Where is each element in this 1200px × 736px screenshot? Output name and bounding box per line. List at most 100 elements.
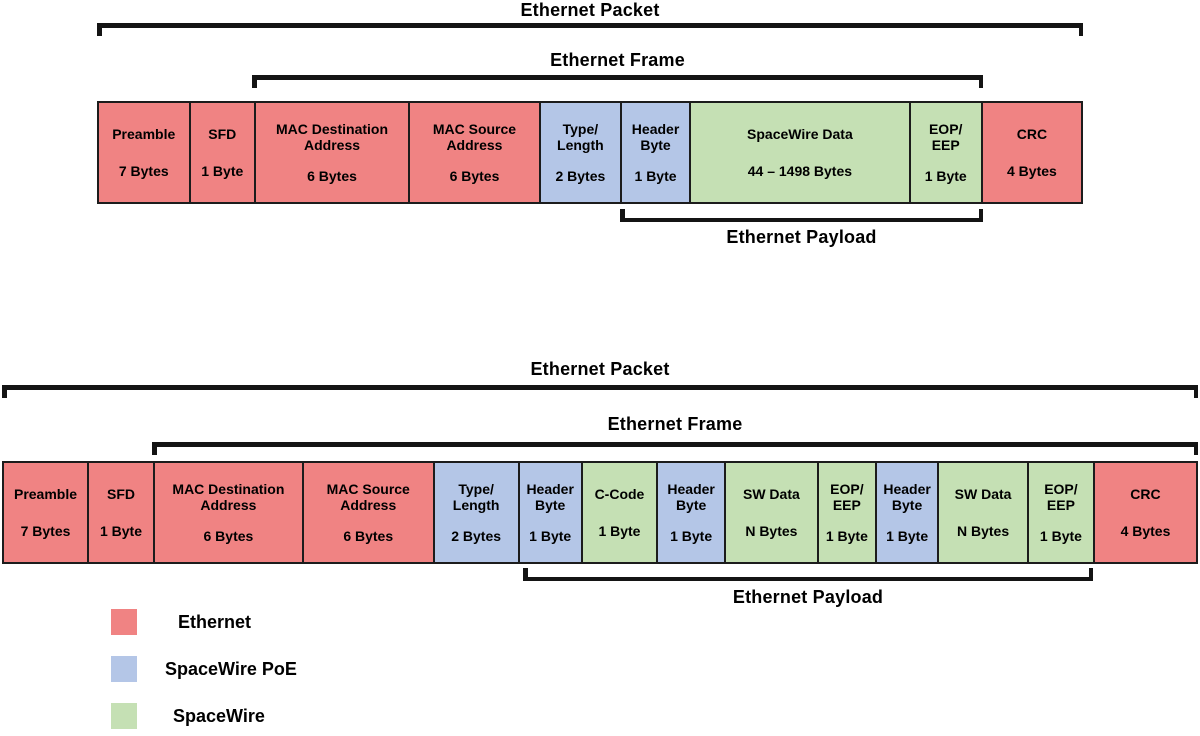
d1-payload-title: Ethernet Payload — [726, 227, 877, 247]
d1-payload-bracket — [620, 209, 983, 222]
legend-item-ethernet: Ethernet — [111, 609, 297, 635]
segment-label: MAC Destination Address — [276, 121, 389, 153]
segment-spacewire-data: SpaceWire Data 44 – 1498 Bytes — [689, 103, 909, 202]
segment-label: CRC — [1016, 126, 1048, 143]
segment-size: 1 Byte — [924, 168, 967, 184]
d2-packet-title: Ethernet Packet — [530, 359, 670, 379]
segment-size: N Bytes — [956, 522, 1010, 539]
segment-mac-source-address: MAC Source Address 6 Bytes — [408, 103, 539, 202]
segment-label: MAC Source Address — [432, 121, 517, 153]
bracket-tick-left — [2, 385, 7, 398]
segment-size: 2 Bytes — [451, 528, 502, 544]
d1-frame-bracket — [252, 75, 983, 88]
segment-eop-eep: EOP/ EEP 1 Byte — [908, 103, 981, 202]
segment-size: 1 Byte — [886, 528, 929, 544]
segment-sfd: SFD 1 Byte — [188, 103, 255, 202]
segment-label: CRC — [1130, 486, 1161, 503]
legend-item-spacewire-poe: SpaceWire PoE — [111, 656, 297, 682]
segment-size: 6 Bytes — [203, 528, 254, 544]
segment-size: 1 Byte — [529, 528, 572, 544]
segment-label: Type/ Length — [452, 481, 500, 513]
bracket-tick-right — [1078, 23, 1083, 36]
bracket-tick-left — [152, 442, 157, 455]
segment-label: EOP/ EEP — [1044, 481, 1078, 513]
segment-size: 1 Byte — [598, 522, 641, 539]
segment-label: Header Byte — [667, 481, 715, 513]
segment-label: EOP/ EEP — [830, 481, 864, 513]
segment-size: 1 Byte — [670, 528, 713, 544]
legend-item-spacewire: SpaceWire — [111, 703, 297, 729]
bracket-tick-right — [1088, 568, 1093, 581]
segment-size: 6 Bytes — [343, 528, 394, 544]
segment-label: SW Data — [954, 486, 1012, 503]
segment-label: Preamble — [112, 126, 176, 143]
legend-label: SpaceWire PoE — [165, 659, 297, 679]
segment-type-length: Type/ Length 2 Bytes — [538, 103, 620, 202]
segment-mac-destination-address: MAC Destination Address 6 Bytes — [254, 103, 409, 202]
bracket-bar — [97, 23, 1083, 28]
legend-swatch-spacewire-poe — [111, 656, 137, 682]
d1-packet-bracket — [97, 23, 1083, 36]
d2-frame-title: Ethernet Frame — [607, 414, 743, 434]
bracket-tick-left — [252, 75, 257, 88]
segment-label: Header Byte — [526, 481, 574, 513]
legend-swatch-spacewire — [111, 703, 137, 729]
bracket-tick-left — [523, 568, 528, 581]
segment-size: 44 – 1498 Bytes — [747, 162, 853, 179]
segment-size: 2 Bytes — [555, 168, 606, 184]
segment-header-byte: Header Byte 1 Byte — [517, 463, 581, 562]
bracket-bar — [2, 385, 1198, 390]
legend-label: Ethernet — [178, 612, 252, 632]
segment-label: SW Data — [742, 486, 800, 503]
d1-packet-row: Preamble 7 Bytes SFD 1 Byte MAC Destination … — [97, 101, 1083, 204]
segment-label: Preamble — [13, 486, 78, 503]
segment-sfd: SFD 1 Byte — [87, 463, 153, 562]
bracket-tick-right — [978, 75, 983, 88]
segment-label: C-Code — [594, 486, 645, 503]
legend-swatch-ethernet — [111, 609, 137, 635]
segment-label: Header Byte — [631, 121, 680, 153]
segment-label: SFD — [208, 126, 237, 143]
segment-label: MAC Source Address — [326, 481, 410, 513]
segment-type-length: Type/ Length 2 Bytes — [432, 463, 518, 562]
segment-size: 1 Byte — [1039, 528, 1082, 544]
bracket-bar — [523, 576, 1093, 581]
bracket-tick-right — [1193, 385, 1198, 398]
segment-size: 1 Byte — [634, 168, 677, 184]
bracket-tick-right — [1193, 442, 1198, 455]
segment-header-byte: Header Byte 1 Byte — [619, 103, 690, 202]
d1-frame-title: Ethernet Frame — [550, 50, 685, 70]
bracket-bar — [620, 217, 983, 222]
bracket-bar — [252, 75, 983, 80]
segment-sw-data: SW Data N Bytes — [937, 463, 1027, 562]
segment-crc: CRC 4 Bytes — [980, 103, 1081, 202]
bracket-bar — [152, 442, 1198, 447]
segment-size: 4 Bytes — [1007, 162, 1057, 179]
d2-payload-title: Ethernet Payload — [732, 587, 884, 607]
segment-size: 1 Byte — [201, 162, 244, 179]
segment-label: EOP/ EEP — [928, 121, 963, 153]
bracket-tick-left — [620, 209, 625, 222]
legend-label: SpaceWire — [173, 706, 265, 726]
bracket-tick-left — [97, 23, 102, 36]
segment-size: 6 Bytes — [307, 168, 357, 184]
d2-frame-bracket — [152, 442, 1198, 455]
segment-size: 6 Bytes — [449, 168, 500, 184]
d2-packet-bracket — [2, 385, 1198, 398]
segment-label: Header Byte — [883, 481, 931, 513]
segment-mac-source-address: MAC Source Address 6 Bytes — [301, 463, 433, 562]
segment-size: 1 Byte — [99, 522, 142, 539]
segment-preamble: Preamble 7 Bytes — [99, 103, 189, 202]
segment-size: N Bytes — [745, 522, 798, 539]
segment-label: SFD — [106, 486, 135, 503]
segment-label: SpaceWire Data — [747, 126, 853, 143]
segment-eop-eep: EOP/ EEP 1 Byte — [1026, 463, 1093, 562]
segment-header-byte: Header Byte 1 Byte — [656, 463, 725, 562]
segment-label: Type/ Length — [557, 121, 604, 153]
segment-size: 7 Bytes — [118, 162, 169, 179]
